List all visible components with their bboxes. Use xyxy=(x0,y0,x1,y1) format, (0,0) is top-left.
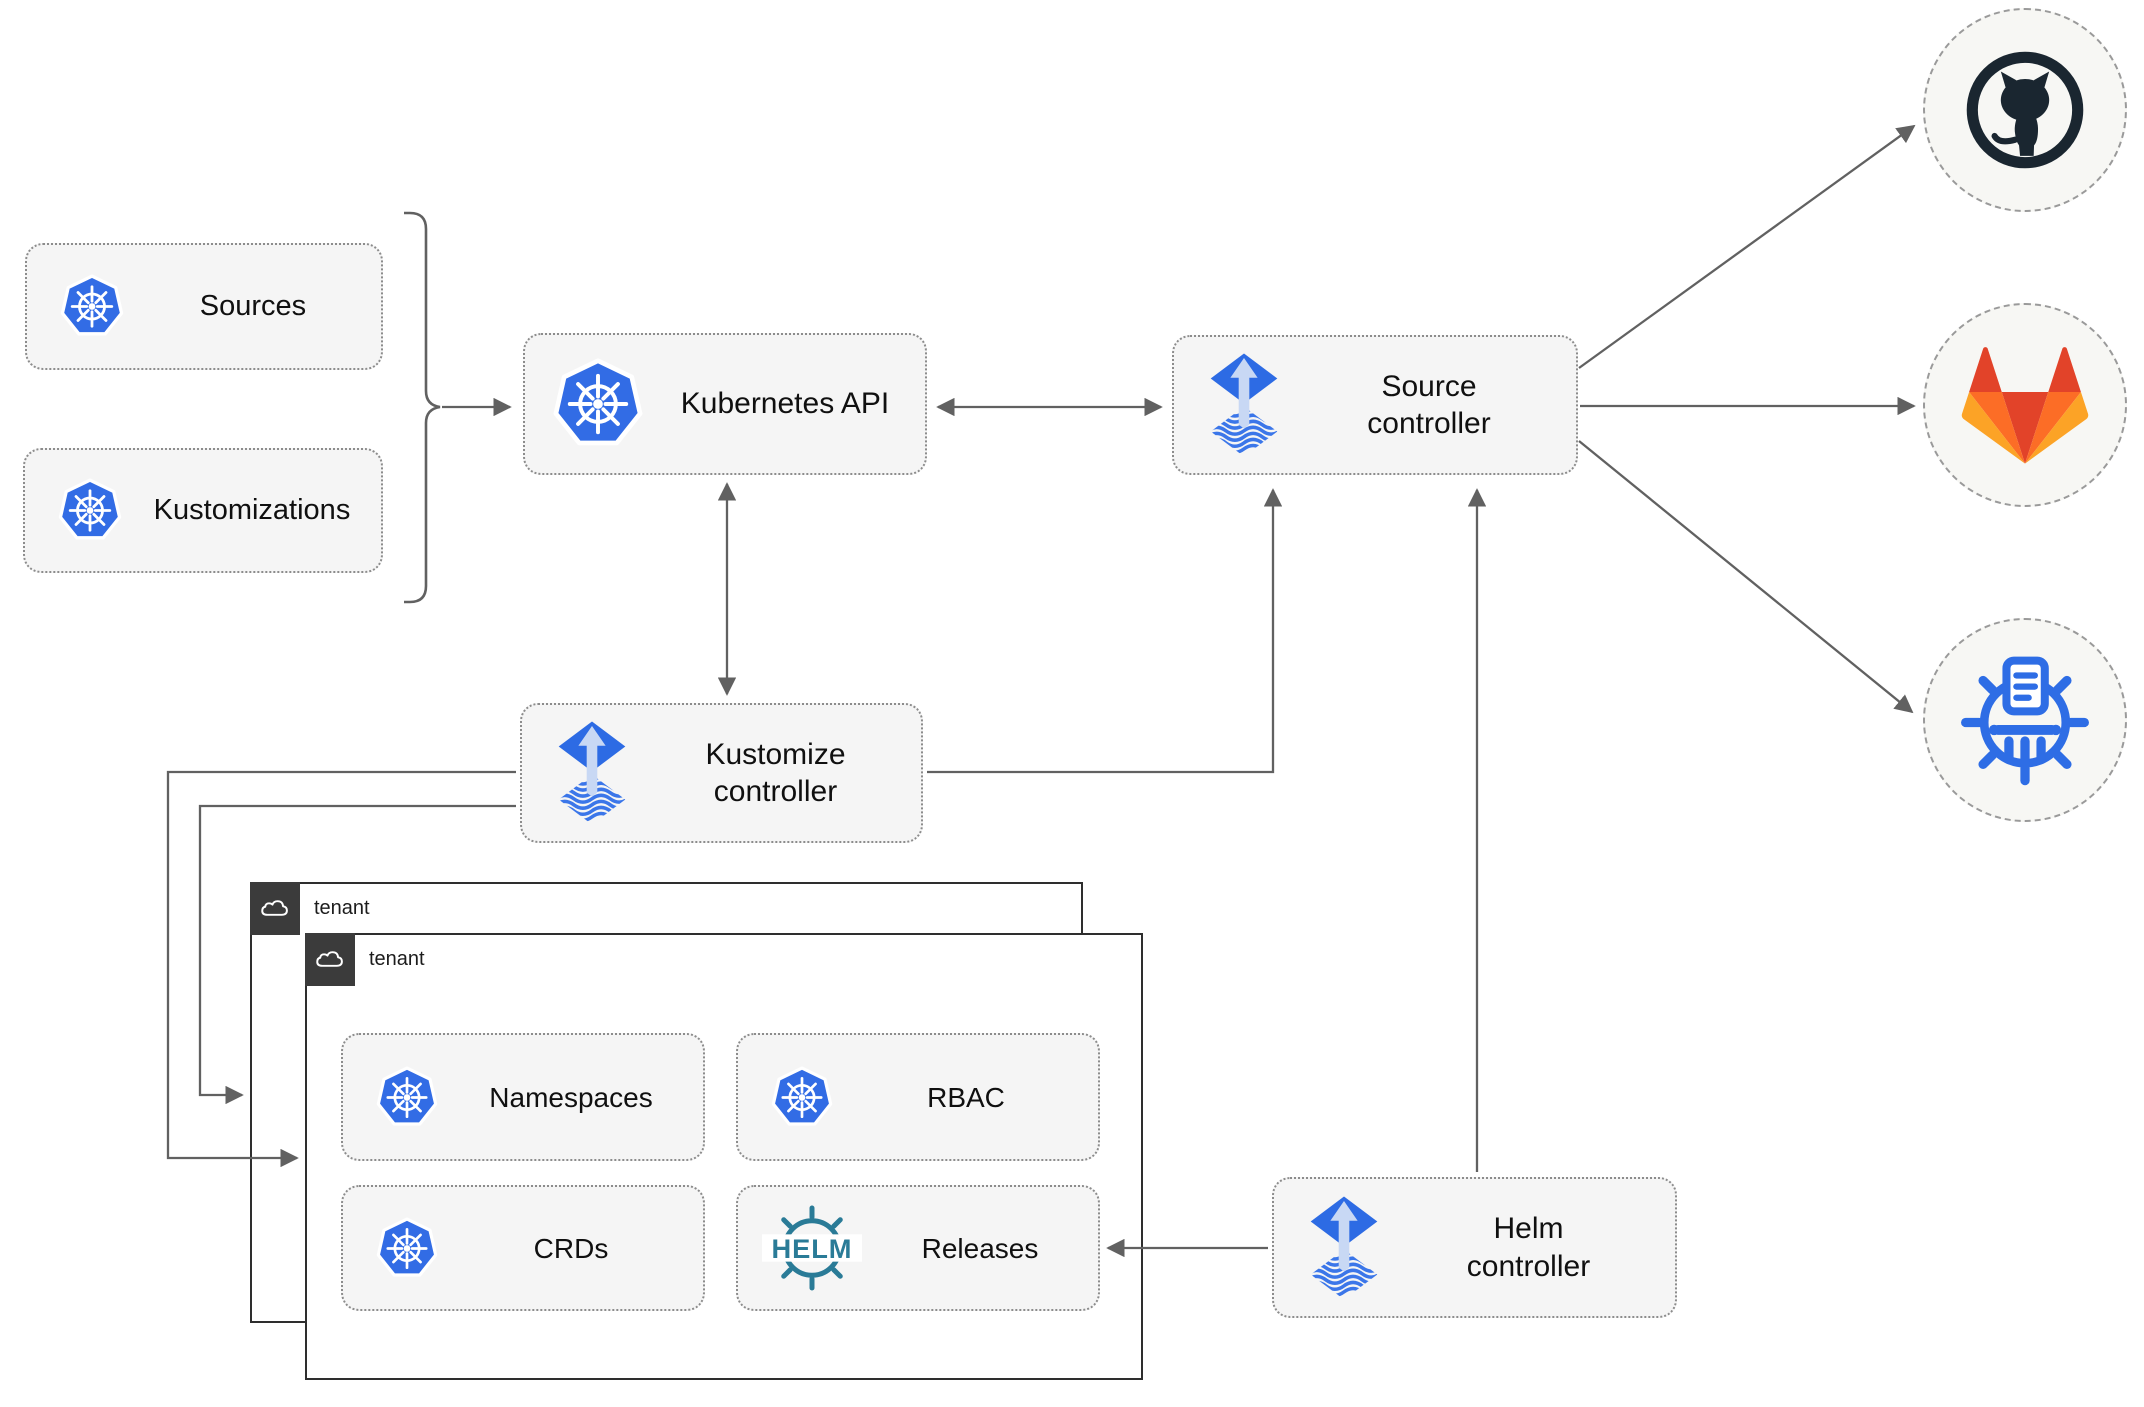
flux-icon xyxy=(1206,352,1282,458)
edge-source-to-registry xyxy=(1578,440,1914,714)
node-label: Kustomize controller xyxy=(705,737,846,809)
node-helm-controller: Helm controller xyxy=(1272,1177,1677,1318)
kubernetes-icon xyxy=(375,1064,439,1131)
tenant-tab xyxy=(249,881,300,935)
node-kustomize-controller: Kustomize controller xyxy=(520,703,923,843)
node-label: Kustomizations xyxy=(153,494,351,527)
node-sources: Sources xyxy=(25,243,383,370)
edge-kustomize-to-source-controller xyxy=(927,488,1283,774)
node-releases: HELM Releases xyxy=(736,1185,1100,1311)
node-label: Kubernetes API xyxy=(680,387,890,421)
remote-container-registry xyxy=(1923,618,2127,822)
kubernetes-icon xyxy=(57,476,123,545)
kubernetes-icon xyxy=(551,355,645,453)
kubernetes-icon xyxy=(375,1215,439,1282)
gitlab-icon xyxy=(1958,342,2092,468)
tenant-tab xyxy=(304,932,355,986)
cloud-icon xyxy=(258,895,292,921)
flux-icon xyxy=(1306,1195,1382,1301)
helm-wordmark: HELM xyxy=(772,1233,853,1264)
bracket-sources-group xyxy=(404,211,441,604)
container-registry-icon xyxy=(1957,652,2093,788)
tenant-label: tenant xyxy=(369,947,425,970)
node-rbac: RBAC xyxy=(736,1033,1100,1161)
node-label: Namespaces xyxy=(489,1081,653,1113)
node-kubernetes-api: Kubernetes API xyxy=(523,333,927,475)
node-label: Source controller xyxy=(1367,369,1491,441)
tenant-label: tenant xyxy=(314,896,370,919)
helm-icon: HELM xyxy=(762,1198,862,1298)
node-crds: CRDs xyxy=(341,1185,705,1311)
flux-icon xyxy=(554,720,630,826)
node-label: Helm controller xyxy=(1466,1212,1591,1283)
cloud-icon xyxy=(313,946,347,972)
node-label: Sources xyxy=(199,290,307,323)
remote-gitlab xyxy=(1923,303,2127,507)
node-source-controller: Source controller xyxy=(1172,335,1578,475)
node-kustomizations: Kustomizations xyxy=(23,448,383,573)
node-label: RBAC xyxy=(927,1081,1005,1113)
edge-source-to-github xyxy=(1578,124,1916,369)
node-namespaces: Namespaces xyxy=(341,1033,705,1161)
node-label: CRDs xyxy=(533,1232,609,1264)
github-icon xyxy=(1963,48,2087,172)
remote-github xyxy=(1923,8,2127,212)
kubernetes-icon xyxy=(770,1064,834,1131)
node-label: Releases xyxy=(921,1232,1039,1264)
kubernetes-icon xyxy=(59,272,125,341)
